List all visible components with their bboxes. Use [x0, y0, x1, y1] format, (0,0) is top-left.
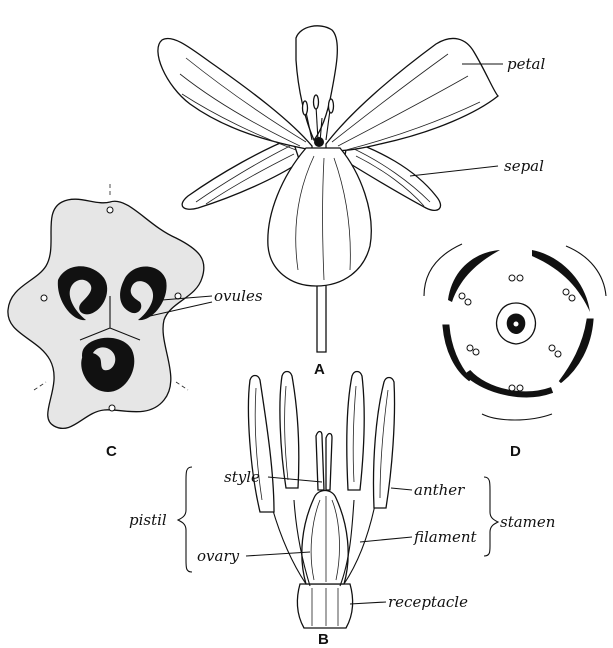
style-label: style [224, 468, 260, 486]
anther-label: anther [414, 481, 465, 499]
stamen-pistil-drawing [248, 372, 394, 629]
right-petal [326, 38, 498, 150]
ovary [302, 491, 348, 585]
panel-a-label: A [314, 361, 325, 378]
ovary-label: ovary [197, 547, 240, 565]
left-petal [158, 38, 312, 150]
panel-c-label: C [106, 443, 117, 460]
filament-label: filament [413, 528, 478, 546]
pistil-brace [178, 467, 192, 572]
stamen-label: stamen [500, 513, 555, 531]
receptacle [297, 584, 352, 628]
ovules-label: ovules [214, 287, 263, 305]
petal-label: petal [507, 55, 545, 73]
pistil-label: pistil [129, 511, 167, 529]
flower-center [314, 137, 324, 147]
panel-b-label: B [318, 631, 329, 648]
ovary-cross-section [8, 184, 204, 428]
stamen-brace [484, 477, 498, 556]
ovary-wall [8, 199, 204, 428]
panel-d-label: D [510, 443, 521, 460]
sepal-label: sepal [504, 157, 544, 175]
floral-diagram [424, 244, 606, 420]
flower-stem [317, 284, 326, 352]
receptacle-label: receptacle [388, 593, 468, 611]
